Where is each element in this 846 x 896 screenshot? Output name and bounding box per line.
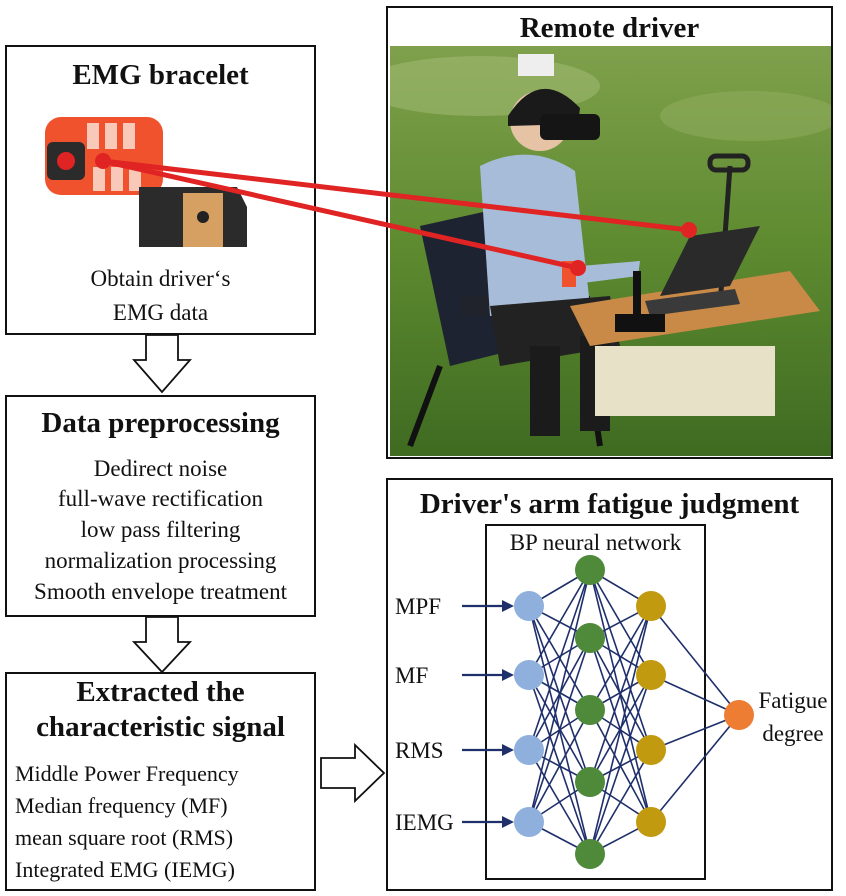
emg-desc-line-2: EMG data [112, 300, 209, 325]
bp-network-label: BP neural network [509, 530, 682, 555]
input-label: MPF [395, 594, 441, 619]
network-edge [528, 637, 591, 823]
input-node [514, 591, 544, 621]
flow-arrow-right [320, 742, 386, 804]
feature-extraction-title-line-2: characteristic signal [36, 711, 285, 743]
input-arrowhead [502, 600, 514, 612]
network-edge [650, 714, 740, 823]
remote-driver-panel: Remote driver [386, 6, 833, 459]
prep-step: Dedirect noise [93, 456, 228, 481]
input-arrowhead [502, 816, 514, 828]
flow-arrow-down-2 [131, 616, 193, 674]
hidden1-node [575, 695, 605, 725]
pointer-line-wrist [102, 158, 579, 271]
network-edge [650, 674, 740, 716]
output-label-line-2: degree [762, 721, 823, 746]
feature-extraction-title-line-1: Extracted the [76, 676, 245, 708]
prep-step: Smooth envelope treatment [34, 579, 287, 604]
hidden1-node [575, 555, 605, 585]
network-edge [589, 605, 652, 783]
input-node [514, 807, 544, 837]
prep-step: low pass filtering [80, 517, 241, 542]
prep-step: normalization processing [44, 548, 277, 573]
hidden2-node [636, 591, 666, 621]
remote-driver-photo [390, 46, 831, 456]
feature-extraction-panel: Extracted the characteristic signal Midd… [5, 672, 316, 891]
input-arrowhead [502, 744, 514, 756]
pointer-line-arm [102, 158, 690, 233]
network-edge [650, 605, 740, 716]
hidden1-node [575, 767, 605, 797]
feature-item: Middle Power Frequency [15, 761, 239, 786]
network-edge [528, 569, 591, 751]
pointer-dot-wrist [570, 260, 586, 276]
network-edge [589, 749, 652, 855]
network-edge [650, 714, 740, 751]
network-edge [589, 569, 652, 751]
hidden2-node [636, 735, 666, 765]
fatigue-judgment-title: Driver's arm fatigue judgment [419, 488, 800, 520]
data-preprocessing-title: Data preprocessing [41, 407, 280, 439]
output-node [724, 700, 754, 730]
pointer-dot-arm [681, 222, 697, 238]
input-label: IEMG [395, 810, 454, 835]
remote-driver-title: Remote driver [519, 12, 700, 44]
hidden2-node [636, 807, 666, 837]
network-edge [528, 709, 591, 823]
hidden1-node [575, 839, 605, 869]
data-preprocessing-panel: Data preprocessing Dedirect noise full-w… [5, 395, 316, 617]
hidden1-node [575, 623, 605, 653]
hidden2-node [636, 660, 666, 690]
feature-item: Integrated EMG (IEMG) [15, 857, 235, 882]
flow-arrow-down-1 [132, 334, 192, 394]
emg-bracelet-panel: EMG bracelet Obtain driver‘s EMG data [5, 45, 316, 335]
network-edge [589, 605, 652, 711]
network-edge [528, 569, 591, 823]
prep-step: full-wave rectification [58, 486, 263, 511]
feature-item: Median frequency (MF) [15, 793, 228, 818]
input-node [514, 735, 544, 765]
emg-desc-line-1: Obtain driver‘s [90, 266, 231, 291]
emg-bracelet-title: EMG bracelet [72, 59, 249, 91]
output-label-line-1: Fatigue [759, 688, 828, 713]
network-edge [589, 674, 652, 855]
network-edge [528, 569, 591, 676]
input-arrowhead [502, 669, 514, 681]
input-node [514, 660, 544, 690]
feature-item: mean square root (RMS) [15, 825, 234, 850]
emg-bracelet-illustration [45, 117, 247, 247]
network-edge [589, 605, 652, 855]
input-label: MF [395, 663, 428, 688]
pointer-dot-bracelet [95, 153, 111, 169]
input-label: RMS [395, 738, 444, 763]
